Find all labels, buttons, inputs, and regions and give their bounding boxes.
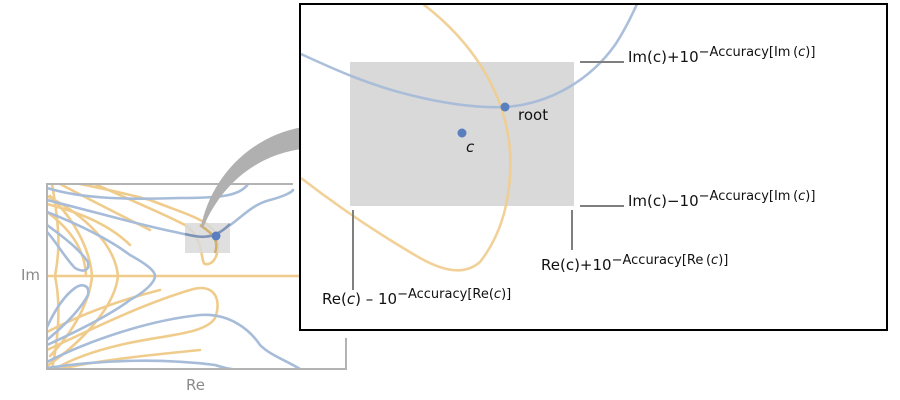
exponent-suffix: )]	[805, 45, 816, 60]
orange-contour	[47, 210, 88, 278]
annotation-re-upper: Re(c)+10−Accuracy[Re (c)]	[541, 254, 728, 274]
annotation-exponent: −Accuracy[Im (c)]	[699, 189, 816, 204]
annotation-base: Im(c)−10	[628, 192, 699, 210]
center-label: c	[466, 138, 474, 156]
root-label: root	[518, 106, 549, 124]
blue-contour	[47, 184, 250, 200]
annotation-base: Im(c)+10	[628, 48, 699, 66]
exponent-prefix: −Accuracy[Re(	[397, 287, 494, 302]
orange-contour	[58, 184, 152, 232]
re-axis-label: Re	[186, 376, 205, 394]
blue-contour	[47, 210, 157, 347]
orange-contour	[47, 286, 219, 369]
annotation-base: Re(c)+10	[541, 256, 612, 274]
exponent-var: c	[798, 189, 806, 204]
blue-contour	[47, 313, 302, 369]
exponent-prefix: −Accuracy[Im (	[698, 189, 799, 204]
orange-contour	[47, 202, 132, 247]
overview-plot	[46, 183, 347, 370]
annotation-exponent: −Accuracy[Im (c)]	[699, 45, 816, 60]
exponent-suffix: )]	[501, 287, 512, 302]
annotation-re-lower: Re(c) – 10−Accuracy[Re(c)]	[322, 288, 511, 308]
root-point-overview	[211, 231, 221, 241]
real-part-contours	[47, 184, 302, 369]
blue-contour	[47, 223, 90, 272]
orange-contour-zoomed	[301, 5, 512, 272]
blue-contour-highlighted	[184, 223, 231, 239]
plot-frame	[46, 183, 347, 370]
annotation-exponent: −Accuracy[Re (c)]	[612, 253, 729, 268]
orange-contour	[47, 194, 120, 368]
exponent-var: c	[493, 287, 502, 302]
blue-contour	[47, 284, 90, 342]
annotation-base-suffix: ) – 10	[355, 290, 398, 308]
orange-contour	[48, 194, 94, 358]
zoom-panel	[299, 3, 888, 331]
exponent-prefix: −Accuracy[Re (	[611, 253, 712, 268]
orange-contour	[47, 288, 162, 334]
blue-contour	[47, 359, 234, 369]
annotation-im-lower: Im(c)−10−Accuracy[Im (c)]	[628, 190, 815, 210]
exponent-var: c	[798, 45, 806, 60]
im-axis-label: Im	[21, 266, 41, 284]
annotation-exponent: −Accuracy[Re(c)]	[397, 287, 511, 302]
annotation-base-var: c	[346, 290, 356, 308]
exponent-prefix: −Accuracy[Im (	[698, 45, 799, 60]
annotation-im-upper: Im(c)+10−Accuracy[Im (c)]	[628, 46, 815, 66]
center-point-c	[457, 128, 467, 138]
exponent-var: c	[711, 253, 719, 268]
orange-contour	[58, 348, 202, 369]
exponent-suffix: )]	[805, 189, 816, 204]
annotation-base-prefix: Re(	[322, 290, 347, 308]
center-label-var: c	[466, 138, 475, 156]
exponent-suffix: )]	[718, 253, 729, 268]
root-point	[500, 102, 510, 112]
highlight-box	[185, 223, 230, 253]
